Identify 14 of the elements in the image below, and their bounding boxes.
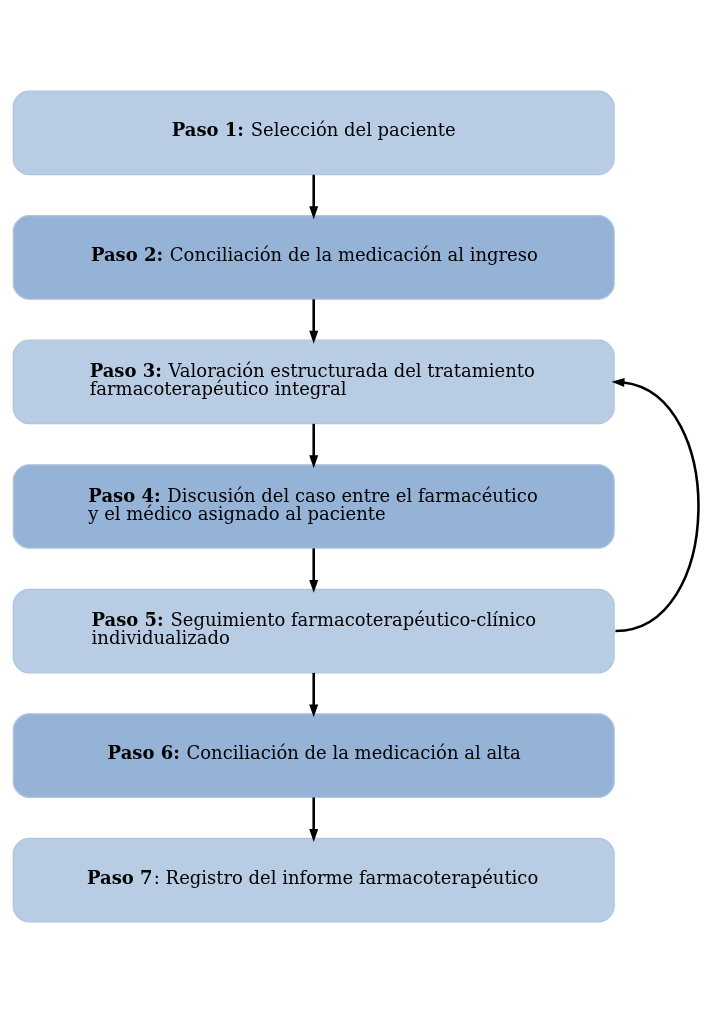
node-box: Paso 1: Selección del paciente <box>12 90 615 176</box>
node-box: Paso 2: Conciliación de la medicación al ingreso <box>12 215 615 300</box>
node-box: Paso 5: Seguimiento farmacoterapéutico-clínico individualizado <box>12 588 615 674</box>
node-box: Paso 6: Conciliación de la medicación al alta <box>12 713 615 798</box>
arrow <box>309 548 319 593</box>
node-box: Paso 4: Discusión del caso entre el farmacéutico y el médico asignado al paciente <box>12 464 615 549</box>
arrow <box>309 299 319 344</box>
arrow <box>309 797 319 842</box>
arrow <box>309 672 319 718</box>
arrow <box>611 377 700 633</box>
arrow <box>309 174 319 220</box>
node-box: Paso 3: Valoración estructurada del tratamiento farmacoterapéutico integral <box>12 339 615 425</box>
node-box: Paso 7: Registro del informe farmacoterapéutico <box>12 837 615 923</box>
arrow <box>309 423 319 469</box>
